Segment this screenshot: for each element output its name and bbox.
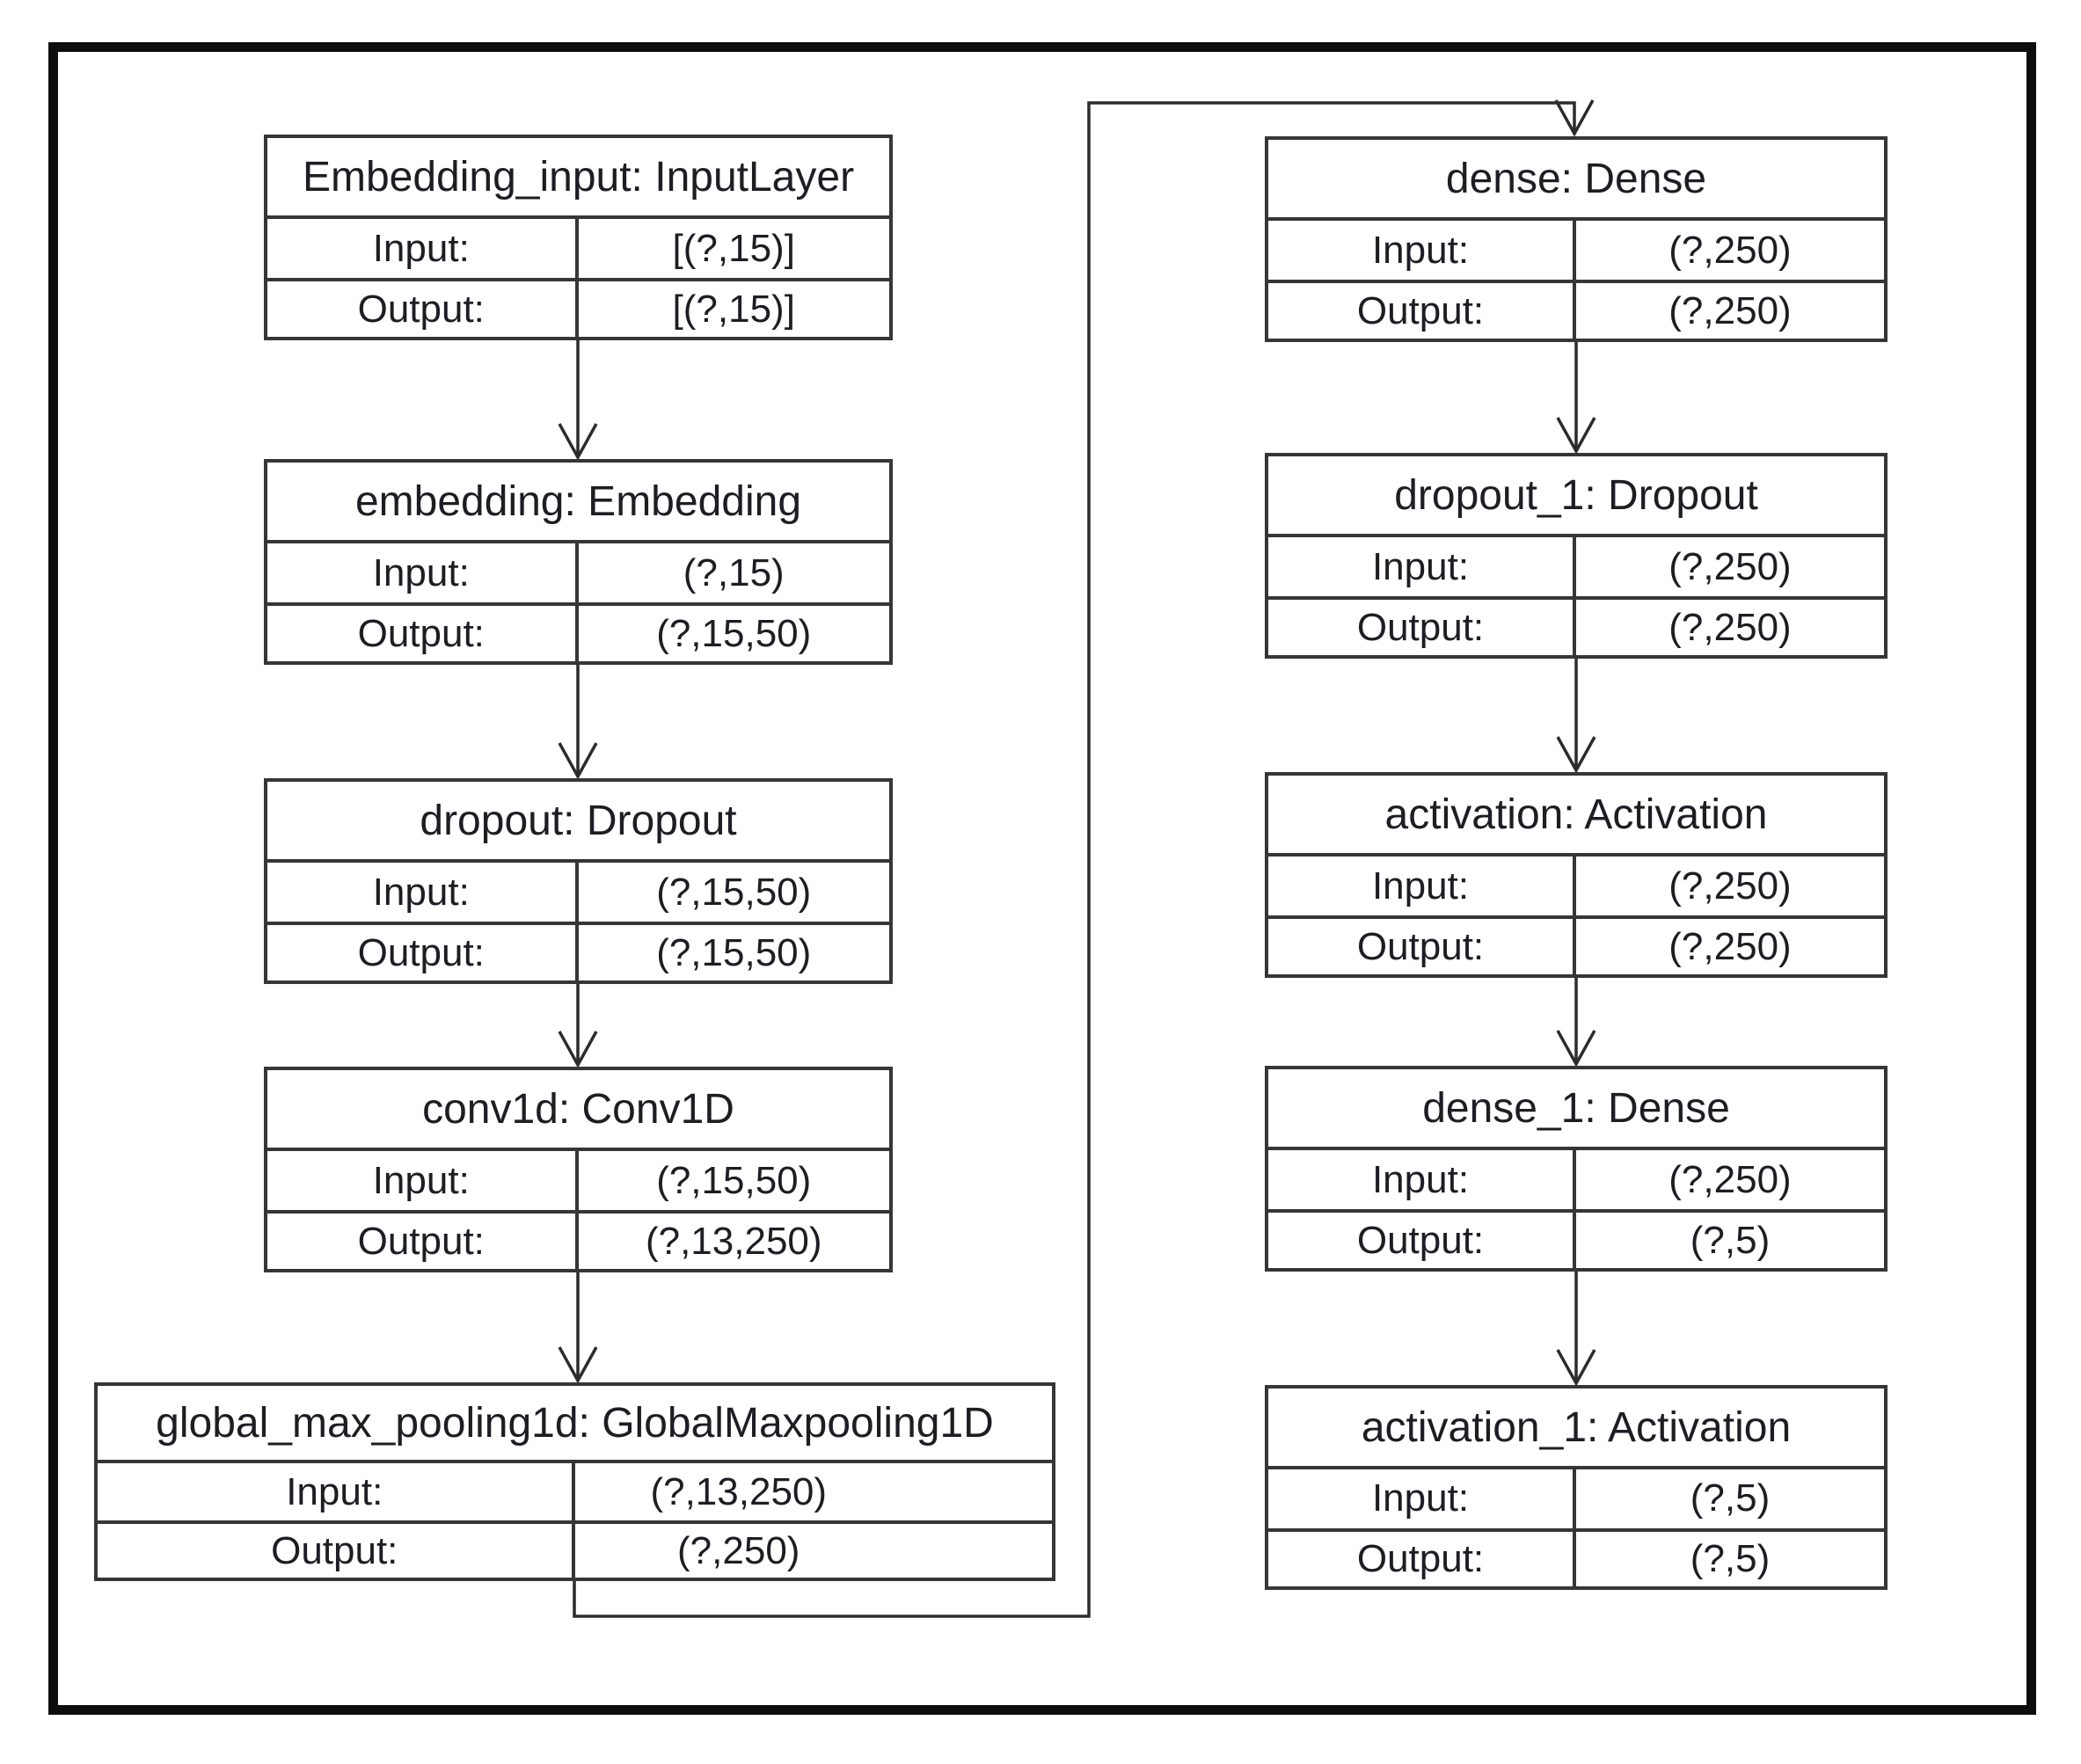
output-row: Output: (?,250) — [1268, 596, 1884, 655]
layer-box-conv1d: conv1d: Conv1D Input: (?,15,50) Output: … — [264, 1067, 893, 1272]
layer-title: dense: Dense — [1268, 140, 1884, 221]
input-shape: (?,13,250) — [650, 1469, 828, 1513]
input-row: Input: (?,250) — [1268, 856, 1884, 915]
output-shape: (?,250) — [1668, 288, 1792, 332]
output-shape: (?,250) — [1668, 924, 1792, 968]
output-label: Output: — [1268, 1213, 1576, 1268]
layer-title: dropout_1: Dropout — [1268, 456, 1884, 537]
input-label: Input: — [267, 1151, 579, 1210]
input-label: Input: — [1268, 1150, 1576, 1209]
layer-title: dense_1: Dense — [1268, 1069, 1884, 1150]
output-label: Output: — [98, 1524, 575, 1578]
input-shape: (?,15) — [683, 550, 785, 594]
output-shape: (?,5) — [1690, 1536, 1771, 1580]
layer-title: embedding: Embedding — [267, 463, 889, 543]
input-row: Input: [(?,15)] — [267, 219, 889, 278]
output-row: Output: (?,250) — [1268, 280, 1884, 339]
output-row: Output: (?,15,50) — [267, 922, 889, 980]
input-shape: (?,250) — [1668, 864, 1792, 908]
layer-title: activation_1: Activation — [1268, 1389, 1884, 1469]
input-shape: (?,15,50) — [656, 1158, 812, 1202]
input-shape: (?,250) — [1668, 544, 1792, 588]
layer-box-activation: activation: Activation Input: (?,250) Ou… — [1265, 772, 1888, 978]
input-label: Input: — [1268, 221, 1576, 280]
layer-box-dropout-1: dropout_1: Dropout Input: (?,250) Output… — [1265, 453, 1888, 659]
output-label: Output: — [267, 281, 579, 337]
output-label: Output: — [1268, 919, 1576, 974]
output-label: Output: — [1268, 283, 1576, 339]
input-shape: (?,5) — [1690, 1476, 1771, 1520]
layer-title: global_max_pooling1d: GlobalMaxpooling1D — [98, 1386, 1052, 1463]
input-label: Input: — [267, 219, 579, 278]
input-shape: (?,15,50) — [656, 870, 812, 914]
output-row: Output: (?,250) — [1268, 915, 1884, 974]
output-label: Output: — [267, 1214, 579, 1269]
input-label: Input: — [267, 543, 579, 602]
output-label: Output: — [1268, 600, 1576, 655]
output-shape: (?,5) — [1690, 1218, 1771, 1262]
output-shape: (?,15,50) — [656, 611, 812, 655]
layer-title: conv1d: Conv1D — [267, 1070, 889, 1151]
output-label: Output: — [267, 606, 579, 661]
input-label: Input: — [1268, 856, 1576, 915]
output-label: Output: — [1268, 1531, 1576, 1586]
input-row: Input: (?,250) — [1268, 1150, 1884, 1209]
input-row: Input: (?,15,50) — [267, 863, 889, 922]
input-row: Input: (?,5) — [1268, 1469, 1884, 1528]
output-row: Output: [(?,15)] — [267, 278, 889, 337]
output-row: Output: (?,5) — [1268, 1527, 1884, 1586]
output-row: Output: (?,250) — [98, 1520, 1052, 1578]
input-row: Input: (?,15,50) — [267, 1151, 889, 1210]
output-row: Output: (?,5) — [1268, 1209, 1884, 1268]
layer-title: dropout: Dropout — [267, 782, 889, 863]
input-label: Input: — [1268, 537, 1576, 596]
layer-box-dense-1: dense_1: Dense Input: (?,250) Output: (?… — [1265, 1066, 1888, 1272]
output-label: Output: — [267, 925, 579, 980]
layer-title: Embedding_input: InputLayer — [267, 138, 889, 219]
output-row: Output: (?,15,50) — [267, 602, 889, 661]
layer-box-embedding-input: Embedding_input: InputLayer Input: [(?,1… — [264, 135, 893, 340]
layer-box-activation-1: activation_1: Activation Input: (?,5) Ou… — [1265, 1385, 1888, 1590]
input-label: Input: — [1268, 1469, 1576, 1528]
layer-box-dense: dense: Dense Input: (?,250) Output: (?,2… — [1265, 136, 1888, 342]
input-row: Input: (?,13,250) — [98, 1463, 1052, 1520]
input-shape: (?,250) — [1668, 228, 1792, 272]
layer-title: activation: Activation — [1268, 776, 1884, 856]
input-shape: (?,250) — [1668, 1157, 1792, 1201]
input-row: Input: (?,250) — [1268, 537, 1884, 596]
input-row: Input: (?,250) — [1268, 221, 1884, 280]
layer-box-global-max-pooling1d: global_max_pooling1d: GlobalMaxpooling1D… — [94, 1382, 1055, 1581]
input-label: Input: — [98, 1463, 575, 1520]
layer-box-embedding: embedding: Embedding Input: (?,15) Outpu… — [264, 459, 893, 665]
output-shape: (?,13,250) — [645, 1219, 822, 1263]
output-shape: (?,250) — [1668, 605, 1792, 649]
output-shape: (?,250) — [677, 1528, 800, 1572]
output-shape: (?,15,50) — [656, 930, 812, 974]
input-label: Input: — [267, 863, 579, 922]
input-shape: [(?,15)] — [672, 226, 795, 270]
input-row: Input: (?,15) — [267, 543, 889, 602]
output-row: Output: (?,13,250) — [267, 1210, 889, 1269]
layer-box-dropout: dropout: Dropout Input: (?,15,50) Output… — [264, 778, 893, 984]
output-shape: [(?,15)] — [672, 287, 795, 331]
